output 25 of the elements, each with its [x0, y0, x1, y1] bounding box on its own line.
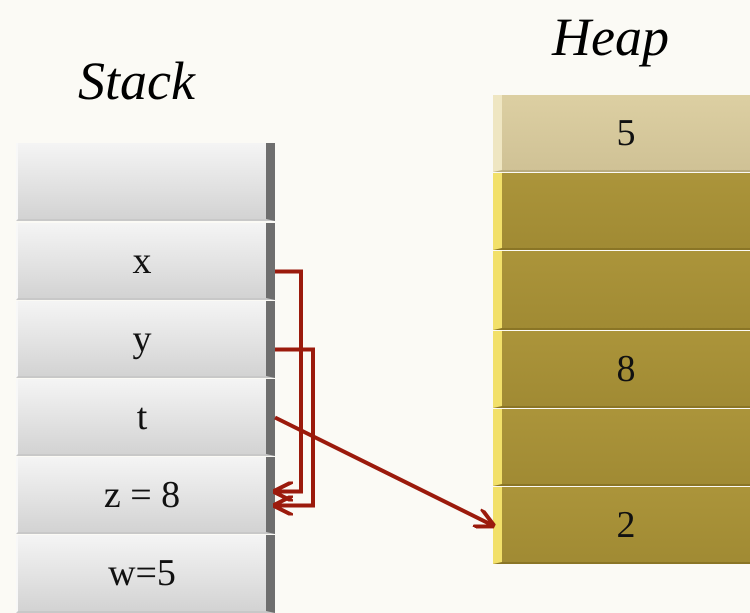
heap-slot [493, 409, 750, 486]
stack-slot [16, 535, 275, 613]
section-heading: Heap [552, 6, 669, 68]
slot-label: z = 8 [104, 472, 180, 516]
heap-slot [493, 251, 750, 330]
slot-label: y [132, 316, 152, 360]
slot-label: 8 [616, 346, 636, 390]
slot-label: w=5 [108, 551, 176, 595]
stack-slot [16, 379, 275, 456]
stack-slot [16, 223, 275, 300]
heap-slot [493, 487, 750, 564]
slot-label: x [132, 238, 152, 282]
stack-slot [16, 143, 275, 221]
arrow [274, 416, 497, 528]
stack-slot [16, 301, 275, 378]
stack-slot [16, 457, 275, 534]
slot-label: 5 [616, 110, 636, 154]
slot-label: 2 [616, 502, 636, 546]
heap-slot [493, 331, 750, 408]
section-heading: Stack [78, 50, 195, 112]
slot-label: t [136, 394, 148, 438]
arrow [271, 270, 303, 504]
heap-slot [493, 173, 750, 250]
heap-slot [493, 95, 750, 172]
arrow [271, 348, 315, 518]
